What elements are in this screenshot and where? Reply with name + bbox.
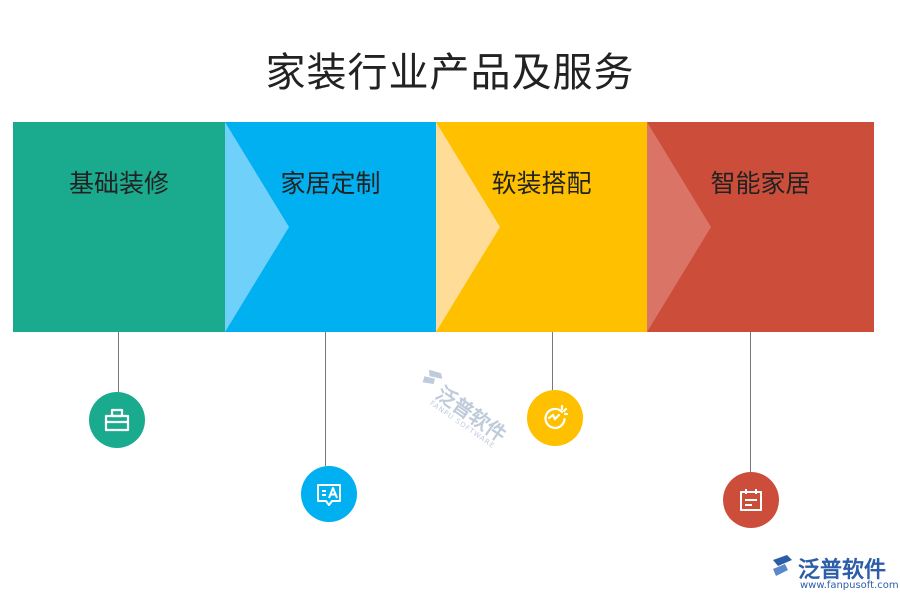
panel-label: 基础装修 (68, 169, 169, 198)
panel-soft-furnishing: 软装搭配 (436, 122, 647, 332)
toolbox-icon (89, 392, 145, 448)
brand-logo: 泛普软件 www.fanpusoft.com (770, 552, 899, 596)
connector-line-3 (552, 332, 553, 390)
brand-name: 泛普软件 (798, 558, 887, 583)
panel-label: 智能家居 (710, 169, 811, 198)
refresh-sparkle-icon (527, 390, 583, 446)
panel-label: 家居定制 (280, 169, 381, 198)
connector-line-2 (325, 332, 326, 466)
connector-line-4 (750, 332, 751, 472)
chevron-arrow (225, 122, 289, 332)
chevron-arrow (436, 122, 500, 332)
brand-url: www.fanpusoft.com (800, 580, 899, 591)
brand-logo-icon (773, 555, 792, 576)
translate-chat-icon (301, 466, 357, 522)
diagram-title: 家装行业产品及服务 (265, 50, 635, 96)
panel-label: 软装搭配 (491, 169, 592, 198)
calendar-icon (723, 472, 779, 528)
connector-line-1 (118, 332, 119, 392)
panel-home-customization: 家居定制 (225, 122, 436, 332)
watermark-logo-icon (422, 369, 443, 384)
watermark: 泛普软件 FANPU SOFTWARE (398, 362, 523, 474)
chevron-arrow (647, 122, 711, 332)
panel-basic-decoration: 基础装修 (13, 122, 225, 332)
panel-smart-home: 智能家居 (647, 122, 874, 332)
